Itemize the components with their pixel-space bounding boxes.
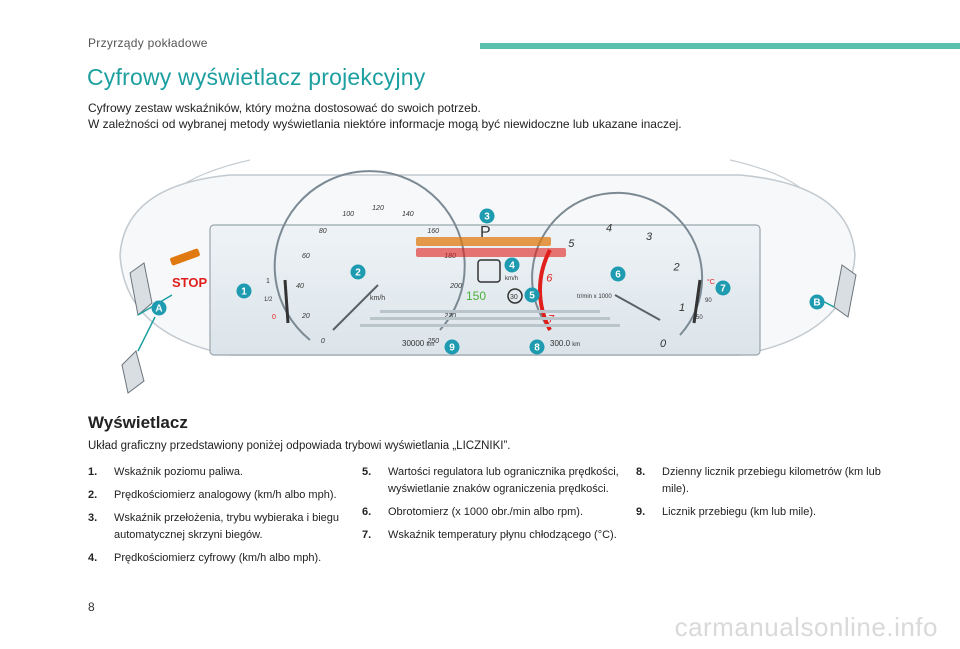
speedometer-needle <box>332 284 379 331</box>
svg-text:0: 0 <box>272 314 276 321</box>
tachometer-redzone <box>538 249 552 331</box>
rpm-tick-label: 1 <box>679 302 685 314</box>
speed-tick-label: 60 <box>302 253 310 260</box>
speed-tick-label: 120 <box>372 205 384 212</box>
rpm-tick-label: 0 <box>660 338 667 350</box>
side-stalk-left <box>121 262 173 394</box>
odometer-trip: 300.0 km <box>550 339 580 348</box>
tachometer-needle <box>614 294 661 321</box>
stop-label: STOP <box>172 275 207 290</box>
callout-marker <box>504 257 520 273</box>
legend-item: 1.Wskaźnik poziomu paliwa. <box>88 466 243 478</box>
odometer-total: 30000 km <box>402 339 434 348</box>
warning-lamps-top <box>416 237 566 257</box>
callout-number: 9 <box>449 343 455 354</box>
rpm-unit: tr/min x 1000 <box>577 294 612 300</box>
limiter-badge-value: 30 <box>510 294 518 301</box>
callout-marker <box>715 280 731 296</box>
intro-line-2: W zależności od wybranej metody wyświetl… <box>88 117 682 131</box>
digital-speed-box <box>477 259 501 283</box>
legend-column-2: 5.Wartości regulatora lub ogranicznika p… <box>362 464 624 550</box>
svg-text:90: 90 <box>705 298 712 304</box>
callout-marker <box>236 283 252 299</box>
svg-text:50: 50 <box>696 315 703 321</box>
legend-item: 7.Wskaźnik temperatury płynu chłodzącego… <box>362 529 617 541</box>
display-title: Wyświetlacz <box>88 413 188 432</box>
legend-item: 9.Licznik przebiegu (km lub mile). <box>636 506 817 518</box>
side-callout-marker <box>809 294 825 310</box>
layout-note: Układ graficzny przedstawiony poniżej od… <box>88 440 511 452</box>
callout-number: 4 <box>509 261 515 272</box>
intro-line-1: Cyfrowy zestaw wskaźników, który można d… <box>88 101 481 115</box>
side-callout-label: A <box>155 304 162 315</box>
intro-text: Cyfrowy zestaw wskaźników, który można d… <box>88 100 888 132</box>
legend-item: 4.Prędkościomierz cyfrowy (km/h albo mph… <box>88 552 322 564</box>
legend-item: 3.Wskaźnik przełożenia, trybu wybieraka … <box>88 512 339 541</box>
speed-tick-label: 80 <box>319 228 327 235</box>
legend-item: 2.Prędkościomierz analogowy (km/h albo m… <box>88 489 337 501</box>
callout-marker <box>444 339 460 355</box>
speed-tick-label: 160 <box>427 228 439 235</box>
legend-item: 6.Obrotomierz (x 1000 obr./min albo rpm)… <box>362 506 584 518</box>
callout-number: 3 <box>484 212 490 223</box>
wrench-icon <box>170 248 200 266</box>
speedometer-arc <box>273 170 466 341</box>
section-bar <box>480 43 960 49</box>
rpm-tick-label: 3 <box>646 231 653 243</box>
rpm-tick-label: 2 <box>673 261 680 273</box>
svg-text:1: 1 <box>266 278 270 285</box>
speed-tick-label: 200 <box>449 283 462 290</box>
speed-tick-label: 140 <box>402 211 414 218</box>
tachometer-arc <box>531 191 704 336</box>
legend-column-3: 8.Dzienny licznik przebiegu kilometrów (… <box>636 464 892 527</box>
legend-column-1: 1.Wskaźnik poziomu paliwa. 2.Prędkościom… <box>88 464 348 573</box>
cluster-screen <box>209 224 761 356</box>
temperature-gauge: °C 90 50 <box>692 278 715 324</box>
limiter-value: 150 <box>466 289 486 303</box>
callout-number: 1 <box>241 287 247 298</box>
speed-tick-label: 40 <box>296 283 304 290</box>
side-callout-marker <box>151 300 167 316</box>
limiter-badge <box>507 288 523 304</box>
callout-number: 2 <box>355 268 361 279</box>
speed-tick-label: 220 <box>443 313 456 320</box>
callout-marker <box>479 208 495 224</box>
svg-text:°C: °C <box>707 278 715 286</box>
digital-speed-unit: km/h <box>505 276 518 282</box>
page-number: 8 <box>88 600 95 614</box>
speed-tick-label: 0 <box>321 338 325 345</box>
road-stripes <box>360 310 620 327</box>
callout-marker <box>524 287 540 303</box>
callout-number: 7 <box>720 284 726 295</box>
callout-number: 6 <box>615 270 621 281</box>
callout-number: 5 <box>529 291 535 302</box>
instrument-cluster-figure: 020406080100120140160180200220250 km/h 0… <box>119 159 857 394</box>
speed-tick-label: 100 <box>342 211 354 218</box>
svg-text:1/2: 1/2 <box>264 297 273 303</box>
rpm-tick-label: 4 <box>606 222 612 234</box>
legend-item: 5.Wartości regulatora lub ogranicznika p… <box>362 466 619 495</box>
gear-indicator: P <box>480 224 491 241</box>
speed-unit: km/h <box>370 295 385 302</box>
callout-marker <box>529 339 545 355</box>
callout-marker <box>350 264 366 280</box>
callout-marker <box>610 266 626 282</box>
rpm-tick-label: 5 <box>568 238 575 250</box>
watermark: carmanualsonline.info <box>674 612 938 642</box>
rpm-tick-label: 6 <box>546 272 553 284</box>
fuel-gauge: 1 1/2 0 <box>264 278 290 324</box>
speed-tick-label: 250 <box>426 338 439 345</box>
side-callout-label: B <box>813 298 820 309</box>
page-title: Cyfrowy wyświetlacz projekcyjny <box>87 64 426 90</box>
callout-number: 8 <box>534 343 540 354</box>
legend-item: 8.Dzienny licznik przebiegu kilometrów (… <box>636 466 881 495</box>
section-label: Przyrządy pokładowe <box>88 36 208 50</box>
speed-tick-label: 20 <box>301 313 310 320</box>
